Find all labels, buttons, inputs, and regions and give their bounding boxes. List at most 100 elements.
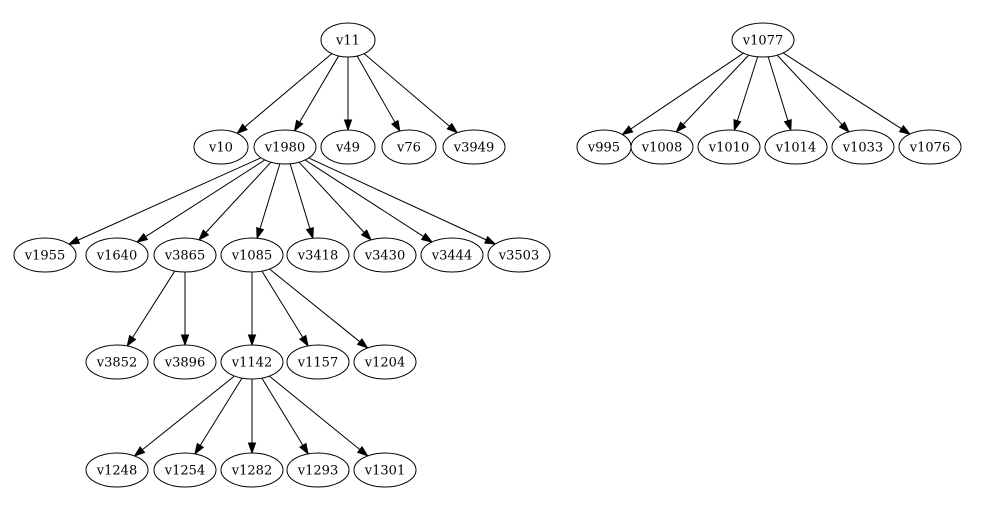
node-label: v1033: [842, 141, 883, 156]
edge-v1085-v1204: [269, 268, 369, 349]
node-ellipse: [320, 22, 376, 58]
node-v49: v49: [320, 129, 376, 165]
node-label: v3430: [364, 249, 405, 264]
node-label: v1640: [96, 249, 137, 264]
node-label: v49: [335, 141, 360, 156]
node-label: v1010: [708, 141, 749, 156]
edge-v1077-v1076: [782, 52, 912, 135]
arrowhead-icon: [194, 442, 205, 456]
node-label: v1955: [24, 249, 65, 264]
node-ellipse: [353, 344, 417, 380]
arrowhead-icon: [621, 125, 634, 136]
node-label: v3503: [498, 249, 539, 264]
node-v1142: v1142: [220, 344, 284, 380]
node-ellipse: [420, 237, 484, 273]
node-label: v1085: [231, 249, 272, 264]
node-ellipse: [353, 237, 417, 273]
edge-line: [308, 157, 487, 241]
edges-layer: [67, 52, 912, 457]
node-ellipse: [85, 237, 149, 273]
arrowhead-icon: [247, 442, 257, 455]
edge-v1077-v1010: [733, 56, 759, 132]
edge-v1142-v1293: [261, 377, 309, 456]
edge-v1980-v3430: [298, 161, 372, 241]
node-v1157: v1157: [286, 344, 350, 380]
edge-line: [244, 53, 333, 128]
edge-line: [77, 157, 262, 241]
arrowhead-icon: [247, 334, 257, 347]
arrowhead-icon: [256, 226, 265, 240]
node-v1014: v1014: [764, 129, 828, 165]
node-v1204: v1204: [353, 344, 417, 380]
edge-v1980-v3865: [198, 161, 272, 241]
node-v3444: v3444: [420, 237, 484, 273]
edge-v1980-v1955: [67, 157, 262, 245]
node-label: v3896: [164, 356, 205, 371]
node-v3418: v3418: [286, 237, 350, 273]
node-ellipse: [353, 452, 417, 488]
node-ellipse: [320, 129, 376, 165]
node-ellipse: [630, 129, 694, 165]
edge-line: [199, 377, 243, 446]
node-label: v3852: [96, 356, 137, 371]
edge-v1142-v1248: [133, 375, 235, 457]
edge-line: [205, 161, 272, 233]
node-label: v10: [208, 141, 233, 156]
edge-line: [142, 375, 235, 451]
node-label: v1282: [231, 464, 272, 479]
node-ellipse: [831, 129, 895, 165]
node-label: v3444: [431, 249, 472, 264]
edge-line: [289, 163, 311, 229]
arrowhead-icon: [299, 442, 309, 456]
arrowhead-icon: [446, 122, 459, 134]
node-ellipse: [153, 452, 217, 488]
edge-v11-v49: [343, 57, 353, 132]
node-ellipse: [253, 129, 317, 165]
node-label: v1157: [297, 356, 338, 371]
arrowhead-icon: [391, 119, 401, 133]
arrowhead-icon: [236, 123, 248, 135]
edge-line: [132, 270, 176, 338]
node-v3949: v3949: [442, 129, 506, 165]
arrowhead-icon: [67, 236, 81, 245]
node-ellipse: [764, 129, 828, 165]
node-label: v76: [396, 141, 421, 156]
node-v1033: v1033: [831, 129, 895, 165]
edge-v1980-v1085: [256, 163, 281, 240]
edge-line: [736, 56, 759, 121]
node-ellipse: [85, 452, 149, 488]
edge-line: [630, 52, 744, 130]
node-label: v3418: [297, 249, 338, 264]
arrowhead-icon: [343, 119, 353, 132]
edge-v3865-v3852: [126, 270, 176, 348]
node-label: v1077: [742, 34, 783, 49]
edge-v1980-v3418: [289, 163, 314, 240]
node-v1010: v1010: [697, 129, 761, 165]
edge-line: [304, 159, 424, 238]
arrowhead-icon: [133, 446, 146, 457]
arrowhead-icon: [733, 118, 742, 132]
node-v1282: v1282: [220, 452, 284, 488]
node-v3430: v3430: [353, 237, 417, 273]
node-ellipse: [286, 452, 350, 488]
node-label: v1301: [364, 464, 405, 479]
node-label: v1248: [96, 464, 137, 479]
node-ellipse: [381, 129, 437, 165]
arrowhead-icon: [305, 226, 314, 240]
node-ellipse: [220, 237, 284, 273]
edge-line: [767, 56, 789, 121]
node-label: v1014: [775, 141, 816, 156]
node-v1008: v1008: [630, 129, 694, 165]
node-v1301: v1301: [353, 452, 417, 488]
node-ellipse: [85, 344, 149, 380]
edge-v11-v10: [236, 53, 333, 135]
arrowhead-icon: [783, 118, 792, 132]
edge-line: [299, 55, 340, 123]
edge-line: [356, 55, 396, 123]
node-v1293: v1293: [286, 452, 350, 488]
edge-v1980-v3444: [304, 159, 434, 243]
arrowhead-icon: [180, 334, 190, 347]
arrowhead-icon: [356, 338, 369, 349]
